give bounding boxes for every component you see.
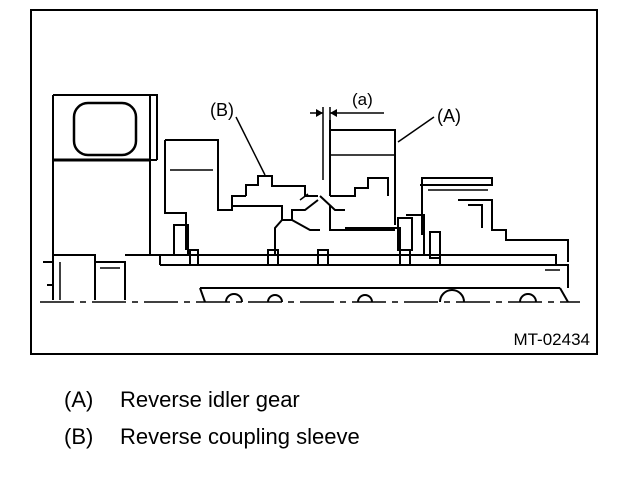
reverse-coupling-sleeve <box>232 175 329 266</box>
legend-text: Reverse coupling sleeve <box>120 424 360 449</box>
legend-text: Reverse idler gear <box>120 387 300 412</box>
legend-item-b: (B) Reverse coupling sleeve <box>64 424 360 450</box>
clearance-dimension <box>310 107 384 180</box>
legend-key: (B) <box>64 424 94 449</box>
shaft-base <box>160 254 569 303</box>
leader-line-b <box>235 116 266 176</box>
reverse-idler-gear <box>319 120 413 266</box>
legend-key: (A) <box>64 387 94 412</box>
figure-frame <box>30 9 598 355</box>
legend-item-a: (A) Reverse idler gear <box>64 387 300 413</box>
figure-id: MT-02434 <box>513 330 590 349</box>
leader-line-a <box>397 116 435 143</box>
callout-a-label: (A) <box>437 106 461 126</box>
callout-b-label: (B) <box>210 100 234 120</box>
transmission-housing <box>43 94 161 300</box>
right-housing <box>406 177 569 288</box>
left-gear <box>164 139 246 266</box>
dimension-label: (a) <box>352 90 373 109</box>
